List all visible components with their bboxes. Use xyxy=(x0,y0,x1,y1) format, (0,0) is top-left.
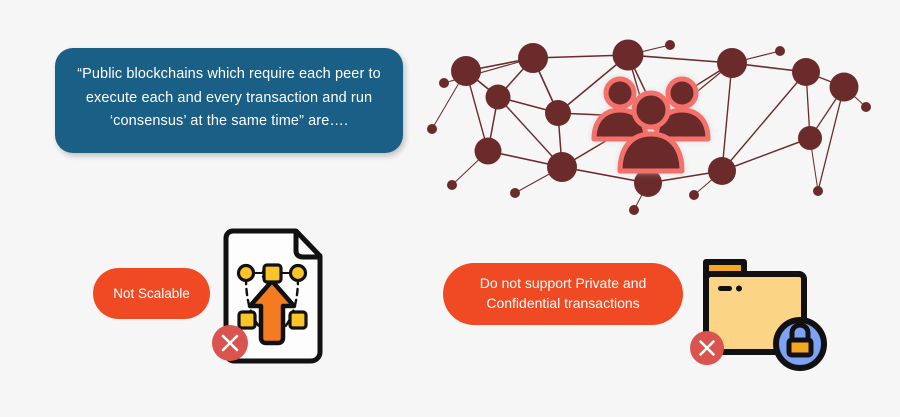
folder-svg xyxy=(703,259,827,371)
pill-not-scalable[interactable]: Not Scalable xyxy=(93,268,210,319)
quote-callout: “Public blockchains which require each p… xyxy=(55,48,403,153)
confidential-folder-icon xyxy=(686,252,838,377)
pill-private-confidential-label: Do not support Private and Confidential … xyxy=(479,275,647,311)
document-fold xyxy=(293,231,320,260)
node-square-lower-right xyxy=(288,310,308,330)
growth-arrow xyxy=(247,278,297,346)
scalability-document-icon xyxy=(212,226,332,366)
error-x-badge-folder xyxy=(689,330,725,366)
network-svg xyxy=(427,39,871,215)
folder-mark-dash xyxy=(718,286,732,291)
document-svg xyxy=(223,228,323,364)
folder-mark-dot xyxy=(736,285,742,292)
lock-badge xyxy=(773,317,827,371)
x-badge-svg-folder xyxy=(690,331,724,365)
node-circle-left xyxy=(236,263,256,283)
node-circle-right xyxy=(288,263,308,283)
people-group-icon xyxy=(591,76,711,174)
error-x-badge-document xyxy=(211,324,249,362)
close-icon-folder xyxy=(699,340,715,356)
lock-shackle-icon xyxy=(789,322,811,343)
close-icon xyxy=(221,334,239,352)
node-square-center xyxy=(262,263,283,284)
quote-text: “Public blockchains which require each p… xyxy=(77,66,381,130)
network-nodes xyxy=(427,39,871,215)
peer-network-illustration xyxy=(420,25,890,225)
node-square-lower-left xyxy=(237,310,257,330)
pill-not-scalable-label: Not Scalable xyxy=(113,286,190,301)
x-badge-svg xyxy=(212,325,248,361)
lock-body-icon xyxy=(786,337,814,358)
pill-private-confidential[interactable]: Do not support Private and Confidential … xyxy=(443,263,683,325)
